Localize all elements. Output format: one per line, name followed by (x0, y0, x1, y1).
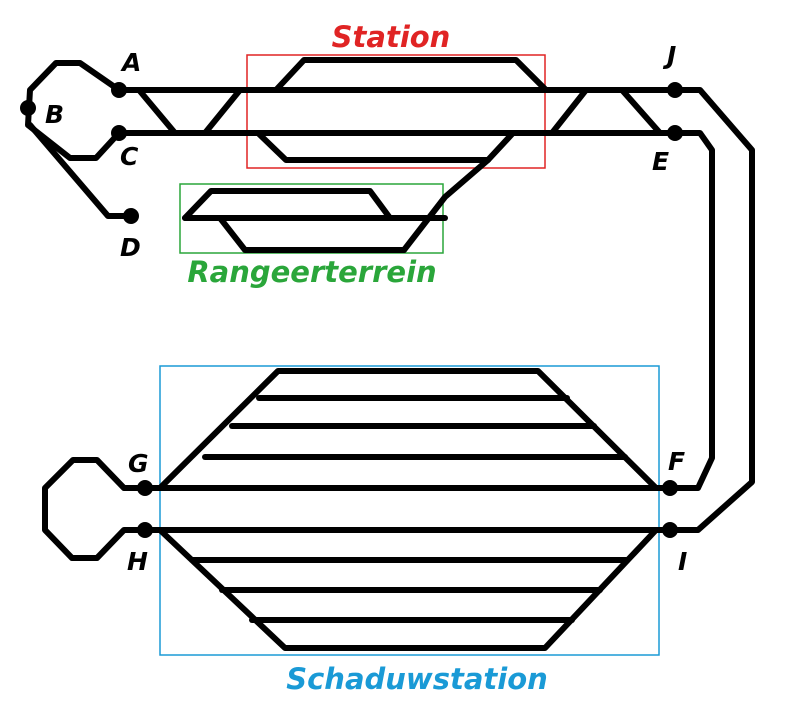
node-a-dot (111, 82, 127, 98)
schaduwstation-area-box (159, 365, 660, 656)
rangeerterrein-label: Rangeerterrein (187, 255, 436, 289)
upper-left-loop (25, 60, 122, 161)
node-i-dot (662, 522, 678, 538)
node-j-label: J (662, 41, 676, 70)
node-d-dot (123, 208, 139, 224)
node-a-label: A (120, 48, 141, 77)
node-h-label: H (127, 547, 148, 576)
lower-left-loop (42, 457, 148, 561)
node-h-dot (137, 522, 153, 538)
station-area-box (246, 54, 546, 169)
station-upper-loop (273, 57, 549, 93)
node-i-label: I (678, 547, 687, 576)
node-e-dot (667, 125, 683, 141)
shadow-fan-upper (157, 368, 659, 491)
node-g-dot (137, 480, 153, 496)
node-b-dot (20, 100, 36, 116)
connection-j-to-i (667, 87, 755, 533)
station-lower-loop (255, 130, 516, 163)
yard-lead-track (401, 157, 491, 253)
crossover-right-2 (619, 87, 663, 136)
node-f-label: F (668, 447, 685, 476)
crossover-right-1 (549, 87, 589, 136)
connection-e-to-f (667, 130, 715, 491)
node-f-dot (662, 480, 678, 496)
node-e-label: E (652, 147, 669, 176)
schaduwstation-label: Schaduwstation (286, 662, 548, 696)
node-d-label: D (120, 233, 141, 262)
crossover-left-1 (136, 87, 178, 136)
node-g-label: G (128, 449, 149, 478)
node-b-label: B (45, 100, 64, 129)
crossover-left-2 (202, 87, 243, 136)
station-label: Station (332, 20, 451, 54)
node-c-label: C (120, 142, 139, 171)
node-j-dot (667, 82, 683, 98)
node-c-dot (111, 125, 127, 141)
yard-siding-upper (182, 188, 393, 221)
yard-siding-lower (217, 215, 407, 253)
